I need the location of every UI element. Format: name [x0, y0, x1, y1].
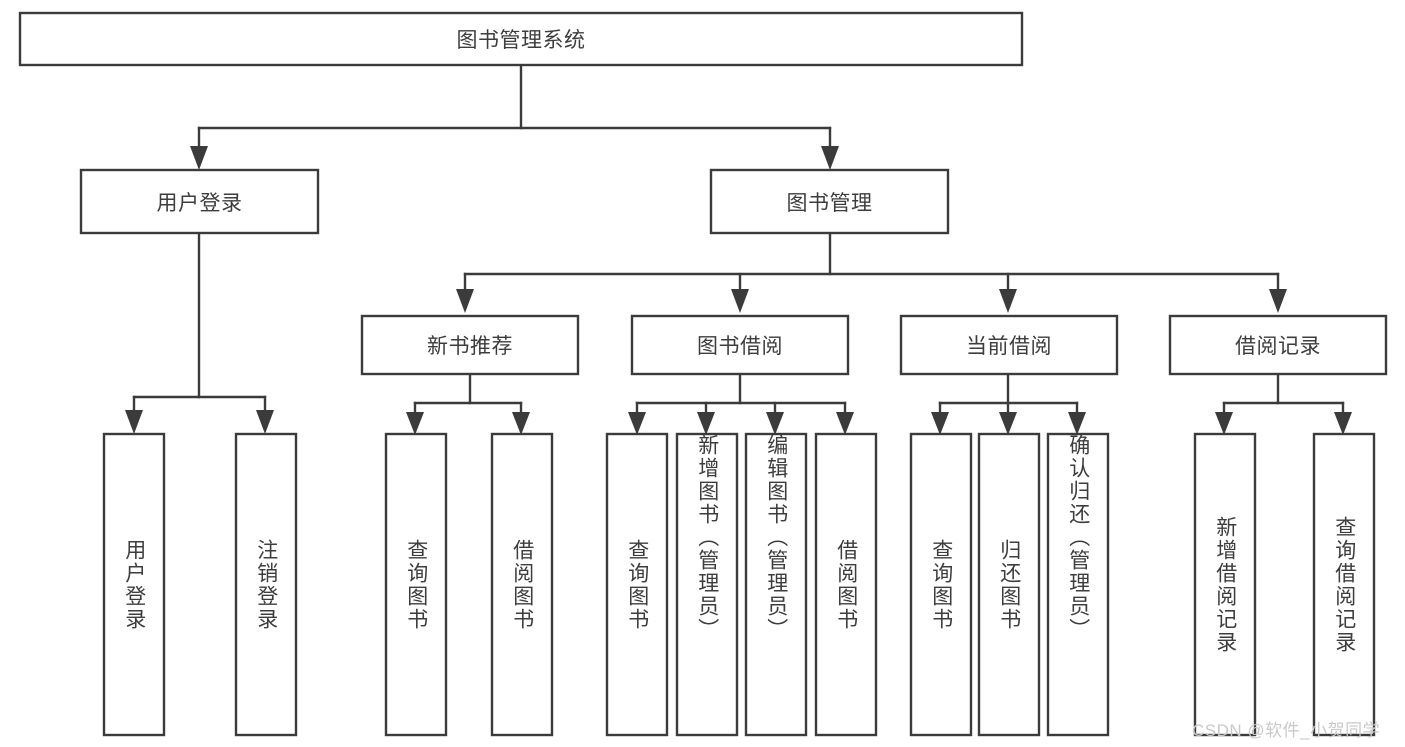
arrow-head-icon: [999, 412, 1017, 435]
arrow-head-icon: [125, 410, 143, 434]
node-box-leaf[interactable]: [1193, 432, 1257, 737]
node-box-leaf[interactable]: [490, 432, 554, 737]
node-box-recommend[interactable]: [360, 314, 580, 376]
arrow-head-icon: [456, 289, 474, 313]
arrow-head-icon: [512, 412, 530, 435]
node-box-leaf[interactable]: [384, 432, 448, 737]
node-box-root[interactable]: [18, 11, 1024, 67]
arrow-head-icon: [766, 412, 784, 435]
arrow-head-icon: [190, 146, 208, 170]
node-box-leaf[interactable]: [102, 432, 166, 737]
node-box-current[interactable]: [899, 314, 1119, 376]
node-box-leaf[interactable]: [977, 432, 1041, 737]
node-box-book-manage[interactable]: [709, 168, 950, 235]
arrow-head-icon: [1068, 412, 1086, 435]
arrow-heads: [125, 146, 1352, 435]
arrow-head-icon: [406, 412, 424, 435]
arrow-head-icon: [731, 289, 749, 313]
node-box-leaf[interactable]: [814, 432, 878, 737]
node-box-borrow[interactable]: [630, 314, 850, 376]
node-box-leaf[interactable]: [909, 432, 973, 737]
node-boxes: [18, 11, 1388, 737]
node-box-leaf[interactable]: [1046, 432, 1110, 737]
node-box-leaf[interactable]: [744, 432, 808, 737]
arrow-head-icon: [1215, 412, 1233, 435]
node-box-leaf[interactable]: [1312, 432, 1376, 737]
node-box-user-login[interactable]: [79, 168, 320, 235]
arrow-head-icon: [999, 289, 1017, 313]
arrow-head-icon: [821, 146, 839, 170]
arrow-head-icon: [256, 410, 274, 434]
arrow-head-icon: [931, 412, 949, 435]
node-box-leaf[interactable]: [675, 432, 739, 737]
arrow-head-icon: [628, 412, 646, 435]
node-box-record[interactable]: [1168, 314, 1388, 376]
arrow-head-icon: [836, 412, 854, 435]
arrow-head-icon: [697, 412, 715, 435]
arrow-head-icon: [1334, 412, 1352, 435]
node-box-leaf[interactable]: [234, 432, 298, 737]
arrow-head-icon: [1269, 289, 1287, 313]
csdn-watermark: CSDN @软件_小贺同学: [1192, 721, 1381, 740]
node-box-leaf[interactable]: [605, 432, 669, 737]
